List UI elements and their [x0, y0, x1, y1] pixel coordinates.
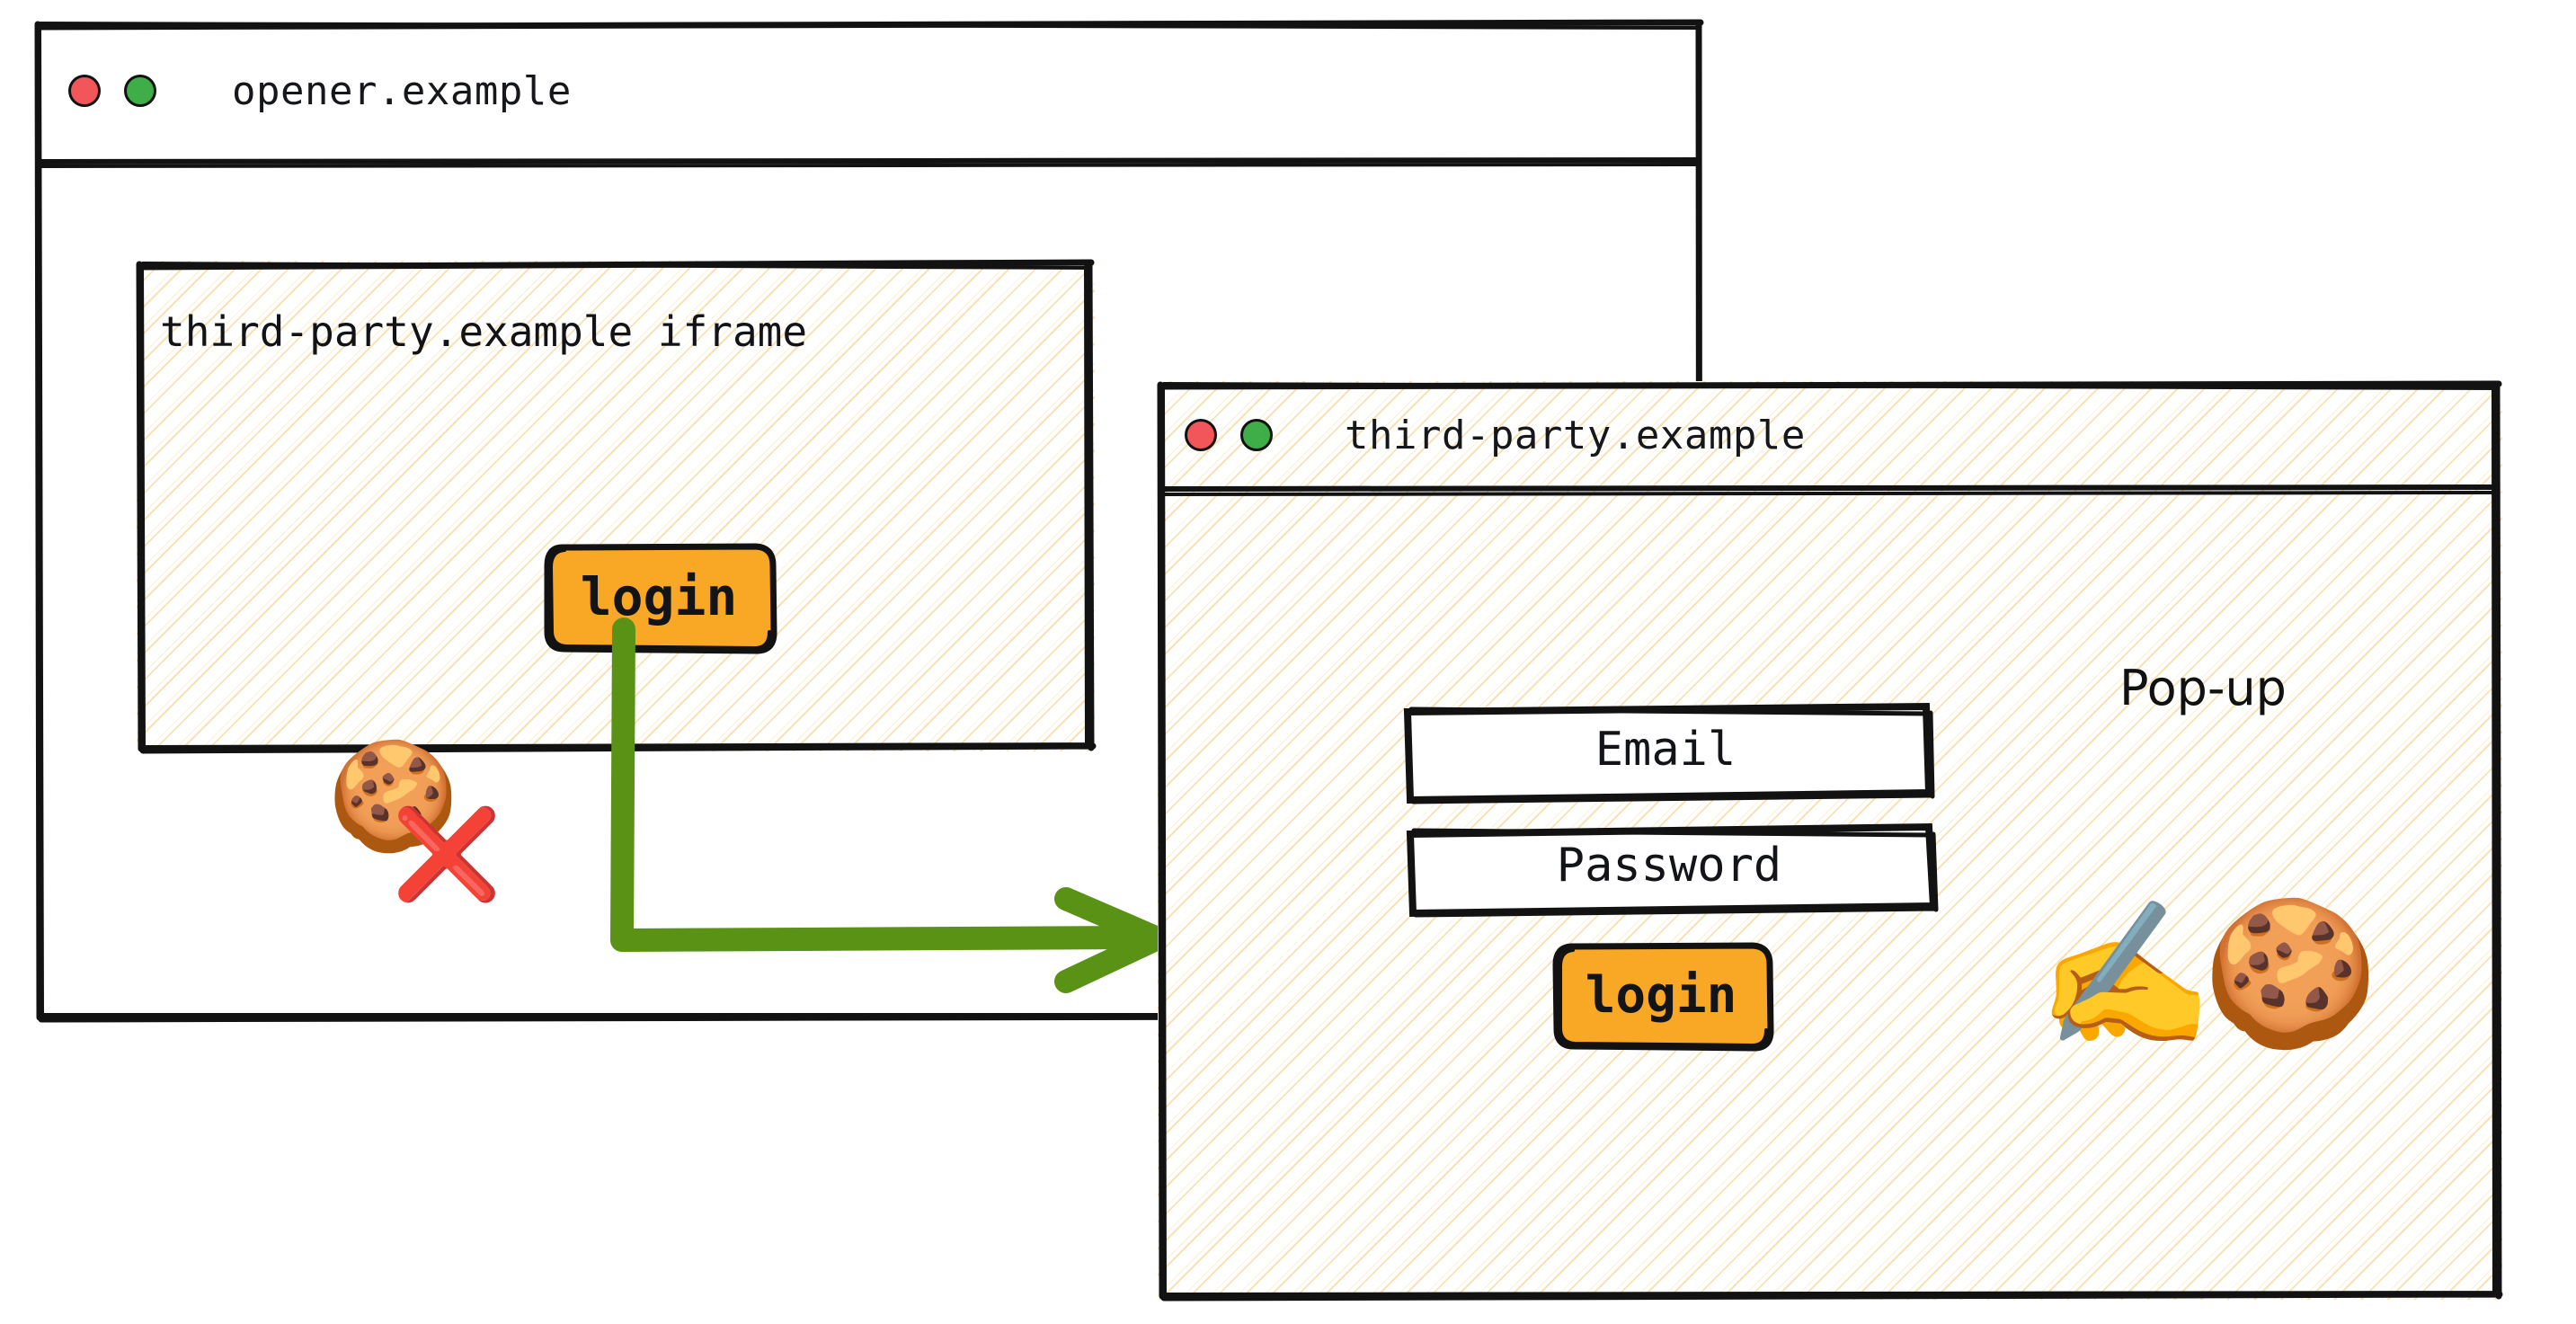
email-field[interactable]: Email	[1402, 702, 1935, 804]
opener-titlebar: opener.example	[36, 20, 1704, 162]
iframe-login-button[interactable]: login	[543, 542, 777, 654]
cookie-emoji: 🍪	[2202, 891, 2379, 1056]
popup-annotation-label: Pop-up	[2119, 660, 2287, 716]
password-field-label: Password	[1556, 839, 1782, 893]
third-party-iframe-panel: third-party.example iframe 🍪 ❌ login	[136, 259, 1097, 899]
popup-window: third-party.example Pop-up Email Passwor…	[1157, 380, 2503, 1302]
iframe-title: third-party.example iframe	[160, 307, 808, 356]
close-dot[interactable]	[1185, 419, 1217, 451]
email-field-label: Email	[1594, 723, 1737, 777]
popup-login-button-label: login	[1585, 965, 1737, 1025]
iframe-login-button-label: login	[580, 566, 738, 627]
popup-titlebar: third-party.example	[1158, 381, 2502, 489]
writing-hand-emoji: ✍️	[2037, 893, 2214, 1058]
opener-window-title: opener.example	[232, 67, 572, 114]
cookie-emoji: 🍪	[327, 733, 459, 857]
popup-window-title: third-party.example	[1345, 412, 1806, 458]
minimize-dot[interactable]	[124, 75, 156, 107]
close-dot[interactable]	[68, 75, 101, 107]
minimize-dot[interactable]	[1240, 419, 1273, 451]
password-field[interactable]: Password	[1406, 822, 1939, 918]
popup-login-button[interactable]: login	[1551, 942, 1774, 1052]
red-cross-mark-icon: ❌	[392, 804, 502, 906]
